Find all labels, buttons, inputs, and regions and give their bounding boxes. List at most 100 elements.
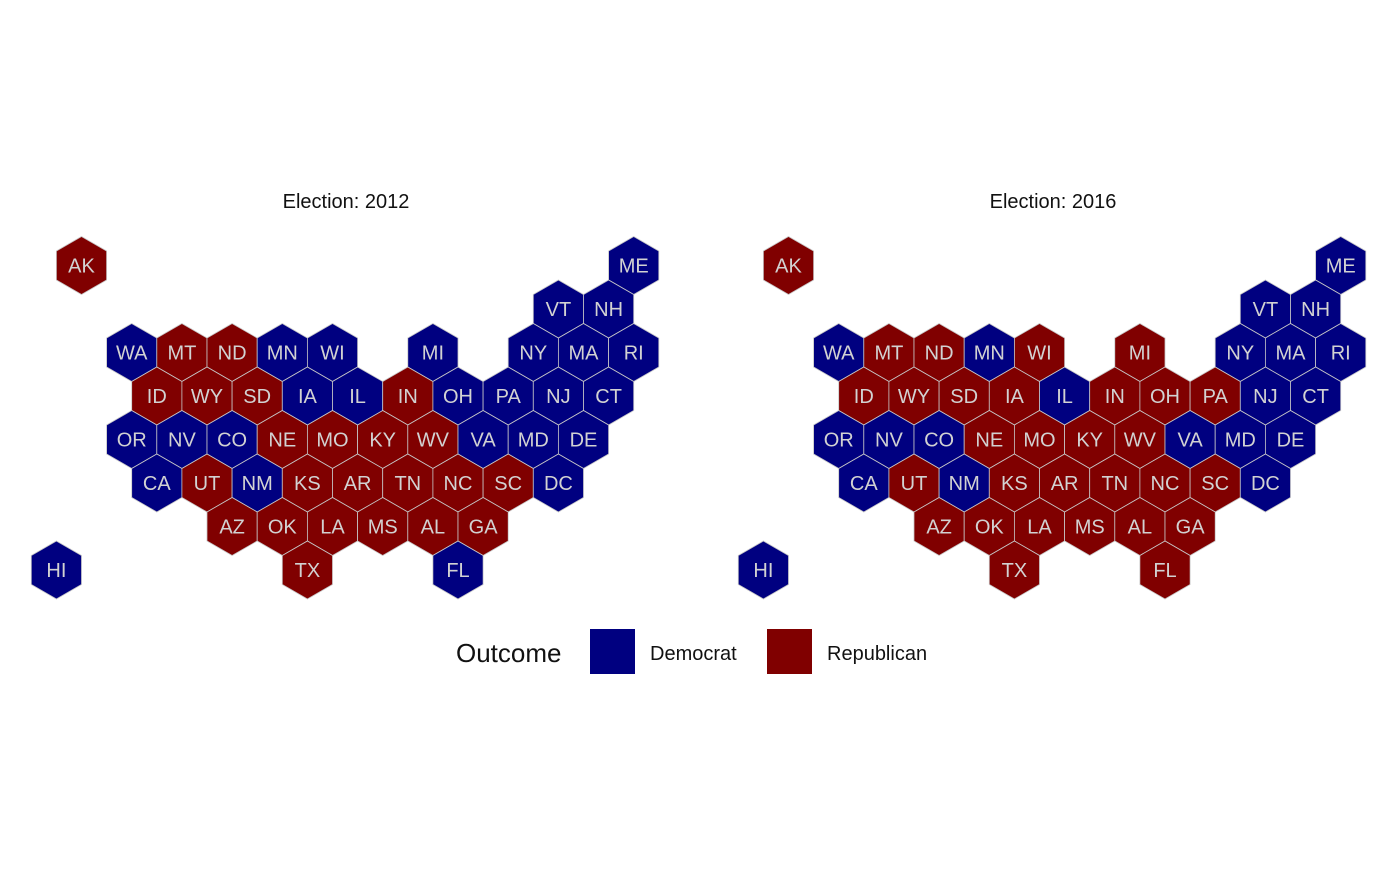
hex-tx-2012 <box>281 540 333 600</box>
hex-label-de-2016: DE <box>1277 430 1305 452</box>
hex-label-pa-2012: PA <box>496 386 522 408</box>
hex-label-ar-2012: AR <box>344 473 372 495</box>
hex-label-nd-2012: ND <box>218 343 247 365</box>
hex-label-nm-2012: NM <box>242 473 273 495</box>
hex-label-ky-2012: KY <box>369 430 396 452</box>
hex-label-sd-2012: SD <box>243 386 271 408</box>
hex-label-in-2012: IN <box>398 386 418 408</box>
hex-label-tn-2012: TN <box>394 473 421 495</box>
hex-tx-2016 <box>988 540 1040 600</box>
hex-label-oh-2016: OH <box>1150 386 1180 408</box>
hex-label-az-2012: AZ <box>219 517 245 539</box>
hex-label-ky-2016: KY <box>1076 430 1103 452</box>
hex-label-sd-2016: SD <box>950 386 978 408</box>
hex-label-ms-2012: MS <box>368 517 398 539</box>
hex-label-tx-2012: TX <box>295 560 321 582</box>
hex-label-wa-2012: WA <box>116 343 148 365</box>
hex-label-ny-2016: NY <box>1226 343 1254 365</box>
hex-label-sc-2016: SC <box>1201 473 1229 495</box>
hex-label-wy-2016: WY <box>898 386 930 408</box>
hex-label-me-2012: ME <box>619 256 649 278</box>
hex-label-mo-2012: MO <box>316 430 348 452</box>
hex-label-dc-2016: DC <box>1251 473 1280 495</box>
hex-label-ca-2012: CA <box>143 473 171 495</box>
hex-label-ut-2012: UT <box>194 473 221 495</box>
hex-label-nm-2016: NM <box>949 473 980 495</box>
hex-label-mi-2016: MI <box>1129 343 1151 365</box>
hex-dc-2016 <box>1239 453 1291 513</box>
hex-label-ri-2012: RI <box>624 343 644 365</box>
hex-label-ak-2012: AK <box>68 256 95 278</box>
hex-label-wi-2012: WI <box>320 343 344 365</box>
hex-label-ga-2012: GA <box>469 517 499 539</box>
hex-label-ks-2012: KS <box>294 473 321 495</box>
hex-label-va-2012: VA <box>470 430 496 452</box>
hex-label-vt-2016: VT <box>1253 299 1279 321</box>
hex-label-in-2016: IN <box>1105 386 1125 408</box>
legend-label-democrat: Democrat <box>650 643 737 665</box>
hex-dc-2012 <box>532 453 584 513</box>
hex-label-ks-2016: KS <box>1001 473 1028 495</box>
hex-label-wv-2012: WV <box>417 430 450 452</box>
hex-label-al-2016: AL <box>1128 517 1152 539</box>
hex-label-mt-2016: MT <box>874 343 903 365</box>
hex-label-hi-2012: HI <box>46 560 66 582</box>
legend-swatch-republican <box>767 629 812 674</box>
hex-hi-2016 <box>737 540 789 600</box>
hex-label-ny-2012: NY <box>519 343 547 365</box>
hex-label-wa-2016: WA <box>823 343 855 365</box>
legend-title: Outcome <box>456 638 562 668</box>
hex-label-mo-2016: MO <box>1023 430 1055 452</box>
hex-label-il-2012: IL <box>349 386 366 408</box>
hex-label-ak-2016: AK <box>775 256 802 278</box>
hex-label-nh-2012: NH <box>594 299 623 321</box>
hex-label-ne-2012: NE <box>268 430 296 452</box>
hex-ak-2016 <box>762 236 815 295</box>
hex-label-az-2016: AZ <box>926 517 952 539</box>
hex-label-nd-2016: ND <box>925 343 954 365</box>
hex-label-ut-2016: UT <box>901 473 928 495</box>
hex-fl-2012 <box>432 540 484 600</box>
hex-label-ia-2016: IA <box>1005 386 1025 408</box>
hex-label-co-2016: CO <box>924 430 954 452</box>
hex-label-vt-2012: VT <box>546 299 572 321</box>
hex-label-nc-2012: NC <box>444 473 473 495</box>
hex-label-md-2012: MD <box>518 430 549 452</box>
hex-label-sc-2012: SC <box>494 473 522 495</box>
hex-fl-2016 <box>1139 540 1191 600</box>
hex-label-va-2016: VA <box>1177 430 1203 452</box>
hex-label-al-2012: AL <box>421 517 445 539</box>
panel-title-2012: Election: 2012 <box>283 191 410 213</box>
hex-label-wv-2016: WV <box>1124 430 1157 452</box>
hex-label-la-2012: LA <box>320 517 345 539</box>
hex-label-ms-2016: MS <box>1075 517 1105 539</box>
hex-label-ok-2012: OK <box>268 517 298 539</box>
hex-label-ma-2016: MA <box>1276 343 1307 365</box>
hex-label-id-2012: ID <box>147 386 167 408</box>
legend: Outcome Democrat Republican <box>456 629 927 674</box>
hex-label-me-2016: ME <box>1326 256 1356 278</box>
hex-label-wi-2016: WI <box>1027 343 1051 365</box>
hex-label-mn-2012: MN <box>267 343 298 365</box>
hex-label-il-2016: IL <box>1056 386 1073 408</box>
hex-label-ca-2016: CA <box>850 473 878 495</box>
hex-label-wy-2012: WY <box>191 386 223 408</box>
hex-label-nc-2016: NC <box>1151 473 1180 495</box>
hex-label-ia-2012: IA <box>298 386 318 408</box>
legend-label-republican: Republican <box>827 643 927 665</box>
hex-label-id-2016: ID <box>854 386 874 408</box>
hex-label-oh-2012: OH <box>443 386 473 408</box>
hex-label-ar-2016: AR <box>1051 473 1079 495</box>
hex-label-ct-2016: CT <box>1302 386 1329 408</box>
hex-label-fl-2012: FL <box>446 560 469 582</box>
hex-label-de-2012: DE <box>570 430 598 452</box>
hex-label-nv-2012: NV <box>168 430 196 452</box>
hex-label-mn-2016: MN <box>974 343 1005 365</box>
hex-label-or-2012: OR <box>117 430 147 452</box>
hex-label-dc-2012: DC <box>544 473 573 495</box>
hex-label-nh-2016: NH <box>1301 299 1330 321</box>
hex-label-pa-2016: PA <box>1203 386 1229 408</box>
